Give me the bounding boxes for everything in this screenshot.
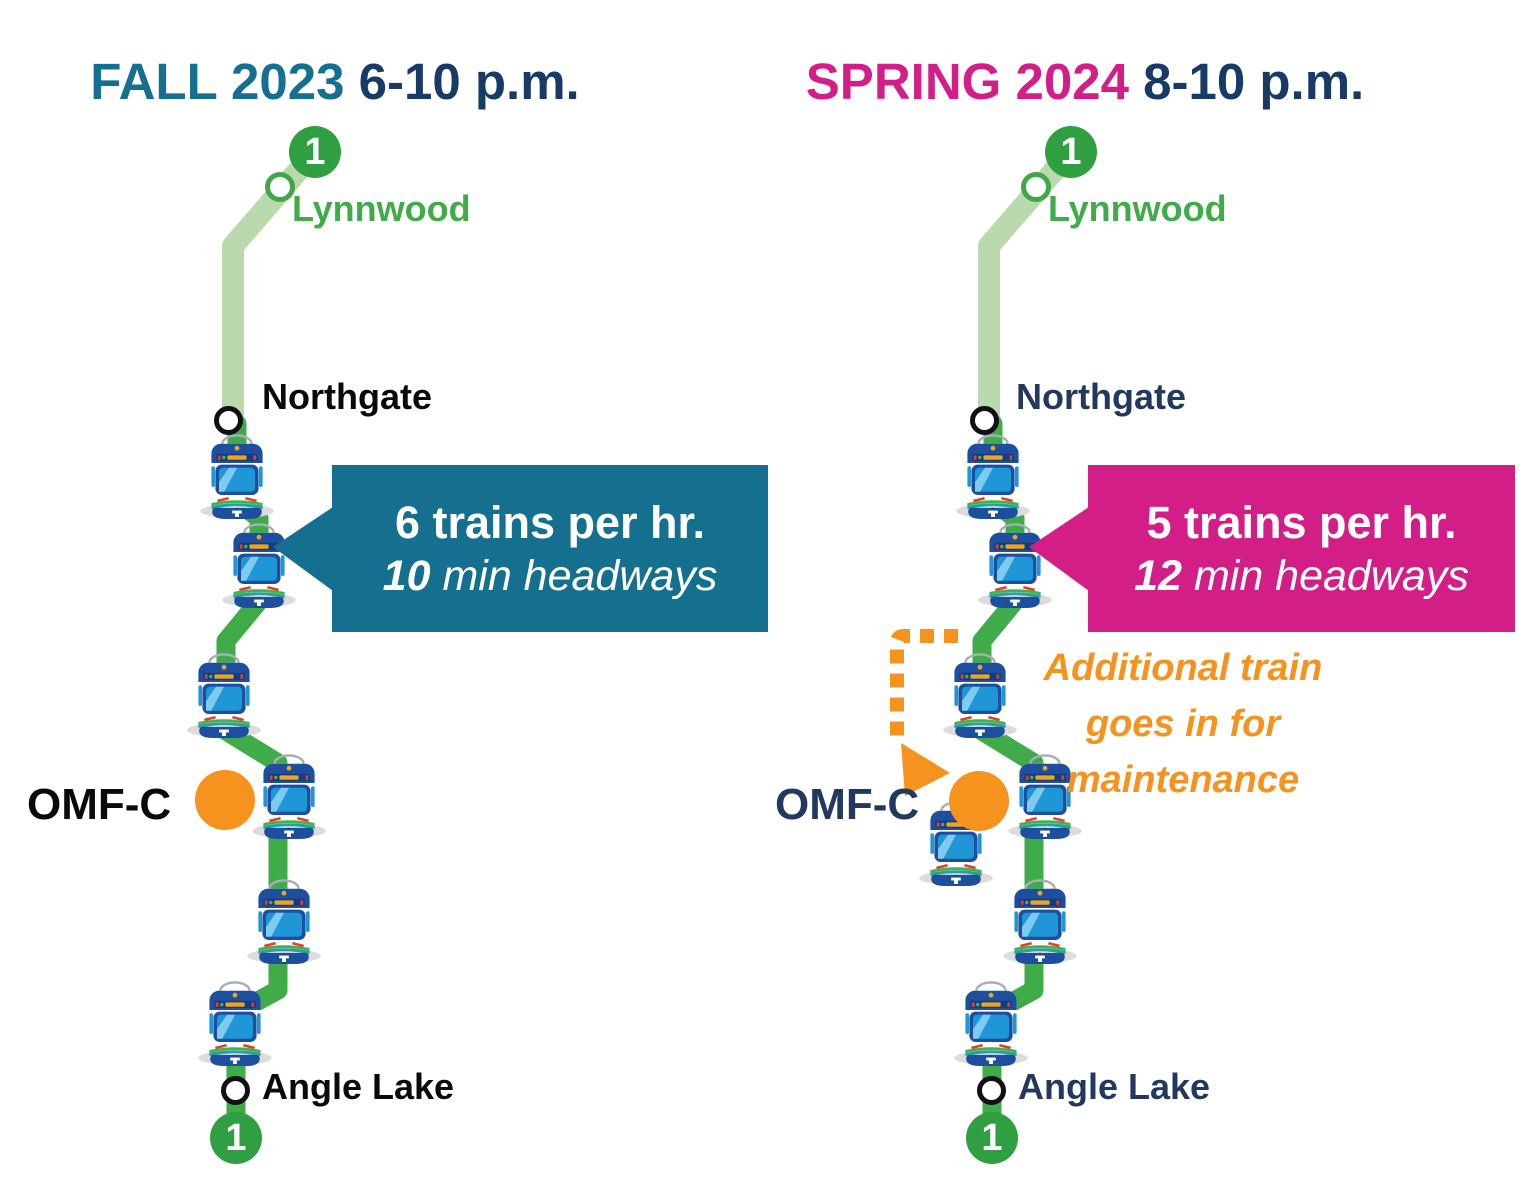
left-panel-title: FALL 2023 6-10 p.m. — [10, 53, 660, 110]
left-omf-label: OMF-C — [27, 780, 172, 829]
left-callout-trains-per-hour: 6 trains per hr. — [394, 496, 706, 548]
callout-tail-right — [1029, 507, 1089, 591]
right-frequency-callout: 5 trains per hr. 12 min headways — [1029, 465, 1515, 632]
left-line-1-badge-bottom: 1 — [210, 1112, 262, 1164]
right-station-marker-lynnwood — [1021, 172, 1051, 202]
train-icon — [955, 434, 1032, 519]
right-headway-text: min headways — [1193, 551, 1469, 600]
train-icon — [245, 879, 322, 964]
maintenance-arrowhead-icon — [901, 743, 950, 796]
left-title-time: 6-10 p.m. — [358, 53, 580, 110]
maintenance-note-line3: maintenance — [1066, 759, 1300, 801]
right-omf-label: OMF-C — [775, 780, 920, 829]
right-headway-number: 12 — [1134, 551, 1182, 600]
maintenance-note: Additional train goes in for maintenance — [1000, 640, 1366, 808]
maintenance-dashed-path — [890, 629, 958, 738]
right-callout-headways: 12 min headways — [1134, 551, 1469, 600]
train-icon — [185, 653, 262, 738]
left-station-label-angle-lake: Angle Lake — [262, 1066, 455, 1107]
left-line-1-badge-top: 1 — [289, 126, 341, 178]
left-headway-text: min headways — [442, 551, 718, 600]
train-icon — [1002, 879, 1079, 964]
left-title-season: FALL 2023 — [90, 53, 345, 110]
right-station-marker-angle-lake — [977, 1076, 1006, 1105]
train-icon — [198, 434, 275, 519]
right-callout-trains-per-hour: 5 trains per hr. — [1146, 496, 1457, 548]
right-station-label-angle-lake: Angle Lake — [1018, 1066, 1211, 1107]
left-station-label-lynnwood: Lynnwood — [292, 188, 471, 229]
right-line-1-badge-top: 1 — [1045, 126, 1097, 178]
right-station-marker-northgate — [970, 406, 999, 435]
right-line-1-badge-bottom: 1 — [966, 1112, 1018, 1164]
left-station-marker-angle-lake — [221, 1076, 250, 1105]
left-callout-headways: 10 min headways — [382, 551, 718, 600]
maintenance-note-line1: Additional train — [1043, 647, 1323, 689]
right-station-label-northgate: Northgate — [1016, 376, 1186, 417]
right-omf-facility-dot — [949, 771, 1009, 831]
callout-tail-left — [273, 507, 333, 591]
left-frequency-callout: 6 trains per hr. 10 min headways — [273, 465, 768, 632]
right-panel-title: SPRING 2024 8-10 p.m. — [765, 53, 1405, 110]
left-station-marker-lynnwood — [265, 172, 295, 202]
right-title-time: 8-10 p.m. — [1143, 53, 1365, 110]
train-icon — [250, 754, 327, 839]
left-station-label-northgate: Northgate — [262, 376, 432, 417]
left-station-marker-northgate — [214, 406, 243, 435]
left-headway-number: 10 — [382, 551, 431, 600]
maintenance-note-line2: goes in for — [1085, 703, 1281, 745]
left-omf-facility-dot — [195, 770, 255, 830]
right-title-season: SPRING 2024 — [805, 53, 1129, 110]
right-station-label-lynnwood: Lynnwood — [1048, 188, 1227, 229]
